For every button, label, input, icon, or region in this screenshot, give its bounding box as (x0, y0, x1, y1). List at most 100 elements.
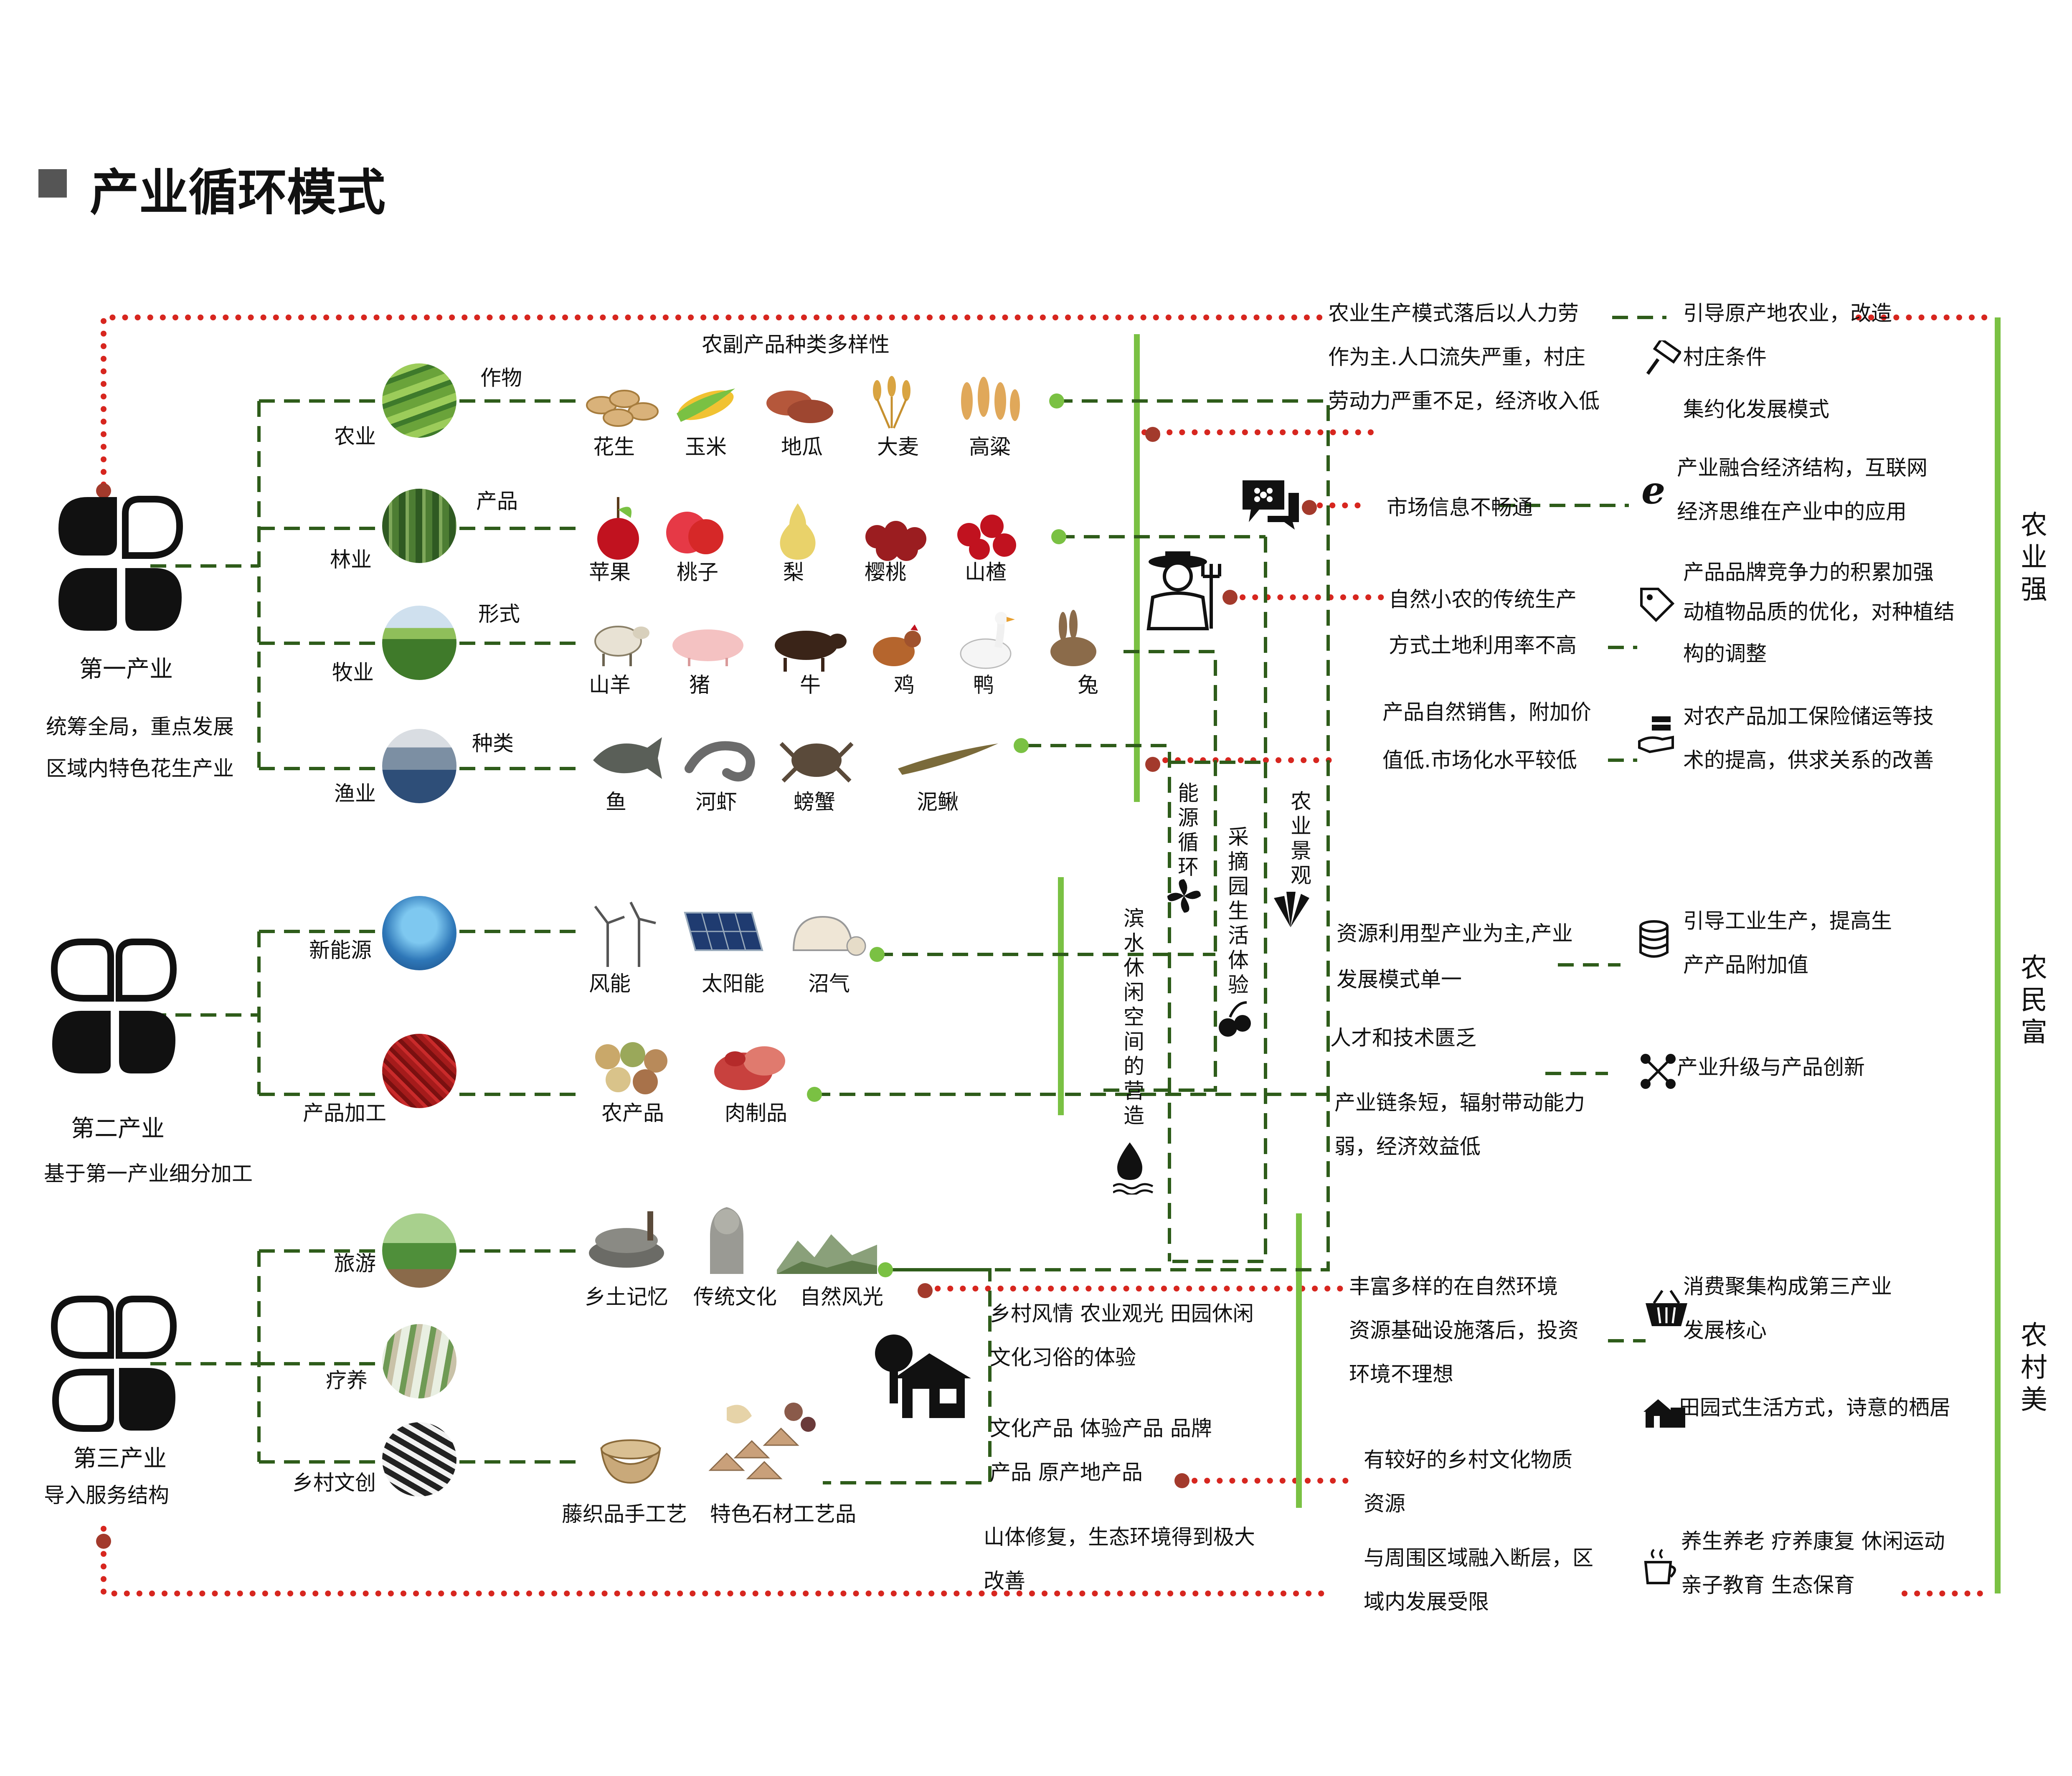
tertiary-desc: 导入服务结构 (44, 1483, 169, 1507)
browser-e-icon: e (1637, 468, 1675, 513)
goal-strong-agriculture: 农业强 (2021, 510, 2047, 605)
husbandry-photo (382, 606, 456, 680)
solution-5-line-1: 引导工业生产，提高生 (1683, 909, 1892, 933)
item-traditional-culture: 传统文化 (693, 1285, 777, 1309)
text-culture-products-2: 产品 原产地产品 (990, 1460, 1143, 1484)
item-sweet-potato: 地瓜 (781, 435, 823, 459)
item-apple: 苹果 (589, 560, 631, 584)
kind-product: 产品 (476, 489, 518, 513)
kind-crop: 作物 (480, 366, 522, 390)
cow-icon (768, 622, 848, 674)
peach-icon (666, 499, 725, 563)
solution-7-line-2: 发展核心 (1683, 1318, 1767, 1342)
item-crab: 螃蟹 (794, 790, 835, 814)
problem-10-line-1: 与周围区域融入断层，区 (1364, 1546, 1593, 1570)
biogas-icon (785, 908, 869, 960)
solution-1-line-1: 引导原产地农业，改造 (1683, 301, 1892, 325)
item-rattan-craft: 藤织品手工艺 (562, 1502, 687, 1526)
solution-2-line-2: 经济思维在产业中的应用 (1677, 500, 1907, 524)
tag-icon (1637, 585, 1675, 624)
item-natural-scenery: 自然风光 (800, 1285, 883, 1309)
problem-7-line-1: 产业链条短，辐射带动能力 (1334, 1091, 1585, 1115)
item-pear: 梨 (783, 560, 804, 584)
clover-tertiary-icon (48, 1293, 182, 1436)
pig-icon (668, 622, 748, 670)
wind-turbine-icon (585, 898, 660, 971)
barley-icon (860, 374, 923, 434)
rural-creative-photo (382, 1422, 456, 1497)
problem-8-line-2: 资源基础设施落后，投资 (1349, 1318, 1579, 1342)
solution-7-line-1: 消费聚集构成第三产业 (1683, 1274, 1892, 1299)
loach-icon (894, 735, 1002, 779)
item-biogas: 沼气 (808, 972, 850, 996)
stone-lion-icon (697, 1199, 756, 1280)
text-rural-style-1: 乡村风情 农业观光 田园休闲 (990, 1302, 1254, 1326)
problem-4-line-2: 值低.市场化水平较低 (1382, 748, 1577, 772)
item-fish: 鱼 (606, 790, 626, 814)
cottage-icon (1641, 1395, 1687, 1430)
goal-beautiful-village: 农村美 (2021, 1320, 2047, 1416)
sector-tourism: 旅游 (334, 1251, 376, 1276)
duck-icon (954, 608, 1017, 676)
solution-3-line-3: 构的调整 (1683, 642, 1767, 666)
item-duck: 鸭 (973, 673, 994, 697)
problem-1-line-1: 农业生产模式落后以人力劳 (1328, 301, 1579, 325)
water-drop-icon (1112, 1140, 1155, 1196)
problem-1-line-3: 劳动力严重不足，经济收入低 (1328, 389, 1600, 413)
sector-forestry: 林业 (330, 548, 372, 572)
item-goat: 山羊 (589, 673, 631, 697)
primary-desc-1: 统筹全局，重点发展 (46, 715, 234, 739)
item-farm-products: 农产品 (601, 1101, 664, 1125)
peanut-icon (585, 380, 660, 432)
sector-rural-creative: 乡村文创 (292, 1471, 376, 1495)
problem-8-line-3: 环境不理想 (1349, 1362, 1453, 1386)
item-hawthorn: 山楂 (965, 560, 1007, 584)
cherry-icon (860, 499, 931, 563)
item-corn: 玉米 (685, 435, 727, 459)
svg-text:e: e (1641, 472, 1665, 510)
item-meat-products: 肉制品 (725, 1101, 787, 1125)
farm-products-icon (589, 1036, 668, 1100)
item-cherry: 樱桃 (865, 560, 906, 584)
sorghum-icon (950, 376, 1025, 432)
fishery-photo (382, 729, 456, 803)
rabbit-icon (1044, 610, 1103, 670)
solar-panel-icon (681, 904, 764, 964)
item-shrimp: 河虾 (695, 790, 737, 814)
tea-cup-icon (1639, 1543, 1681, 1591)
new-energy-photo (382, 896, 456, 970)
variety-label: 农副产品种类多样性 (702, 332, 890, 357)
solution-9-line-2: 亲子教育 生态保育 (1681, 1573, 1855, 1597)
item-rural-memory: 乡土记忆 (585, 1285, 668, 1309)
page-title: 产业循环模式 (90, 164, 386, 221)
problem-8-line-1: 丰富多样的在自然环境 (1349, 1274, 1558, 1299)
label-picking-experience: 采摘园生活体验 (1228, 825, 1249, 997)
item-stone-craft: 特色石材工艺品 (710, 1502, 856, 1526)
problem-4-line-1: 产品自然销售，附加价 (1382, 700, 1591, 724)
stone-craft-icon (702, 1395, 819, 1493)
problem-1-line-2: 作为主.人口流失严重，村庄 (1328, 345, 1585, 369)
item-barley: 大麦 (877, 435, 919, 459)
problem-3-line-2: 方式土地利用率不高 (1389, 633, 1577, 657)
tourism-photo (382, 1213, 456, 1288)
recuperation-photo (382, 1324, 456, 1398)
solution-5-line-2: 产产品附加值 (1683, 953, 1808, 977)
sector-agriculture: 农业 (334, 424, 376, 449)
connection-icon (1639, 1053, 1677, 1092)
shrimp-icon (681, 731, 760, 787)
farmer-icon (1140, 547, 1228, 632)
solution-4-line-2: 术的提高，供求关系的改善 (1683, 748, 1934, 772)
shopping-basket-icon (1643, 1286, 1689, 1330)
landscape-fan-icon (1266, 885, 1316, 933)
millstone-icon (585, 1207, 668, 1276)
solution-2-line-1: 产业融合经济结构，互联网 (1677, 456, 1927, 480)
forestry-photo (382, 489, 456, 563)
secondary-desc: 基于第一产业细分加工 (44, 1162, 253, 1186)
text-eco-restore-2: 改善 (984, 1569, 1025, 1593)
crab-icon (777, 727, 856, 787)
clover-secondary-icon (48, 936, 182, 1079)
sweet-potato-icon (764, 380, 835, 432)
problem-3-line-1: 自然小农的传统生产 (1389, 587, 1577, 611)
problem-9-line-2: 资源 (1364, 1492, 1405, 1516)
item-cow: 牛 (800, 673, 821, 697)
